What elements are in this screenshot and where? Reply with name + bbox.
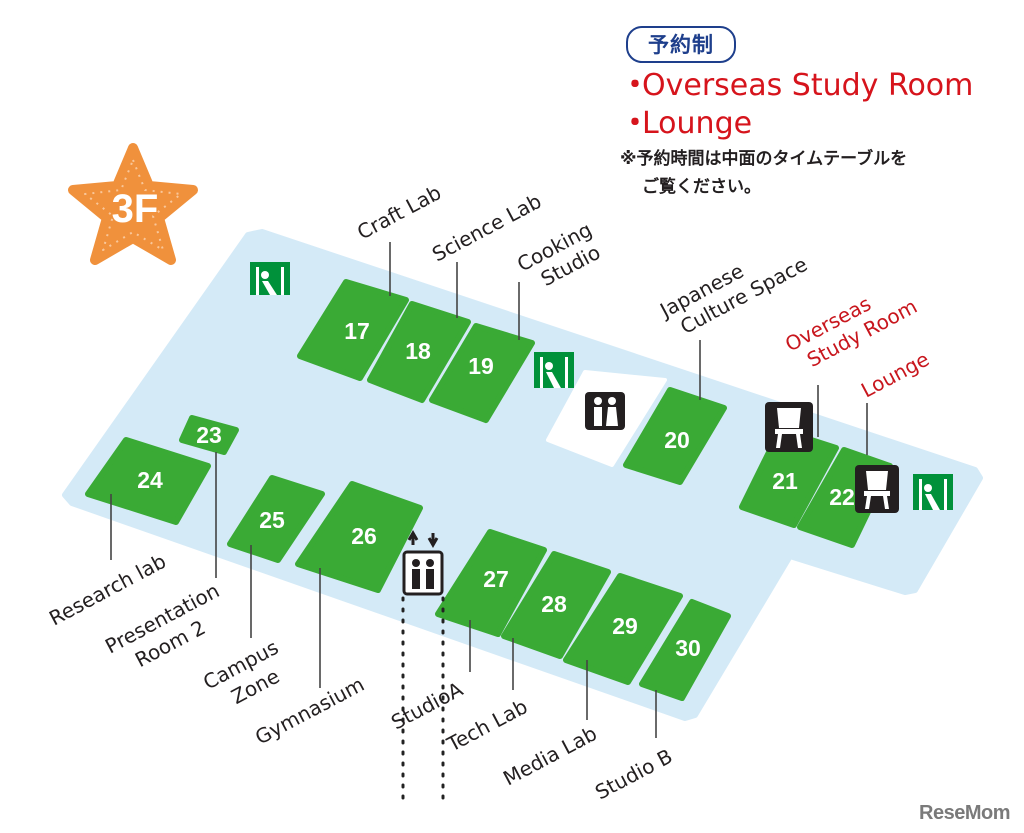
watermark-logo: ReseMom bbox=[919, 802, 1010, 824]
room-17[interactable]: 17 bbox=[297, 279, 409, 381]
svg-text:21: 21 bbox=[772, 468, 798, 494]
reservation-badge: 予約制 bbox=[626, 26, 736, 63]
svg-text:19: 19 bbox=[468, 353, 494, 379]
room-23[interactable]: 23 bbox=[179, 415, 239, 455]
svg-text:30: 30 bbox=[675, 635, 701, 661]
room-19[interactable]: 19 bbox=[429, 323, 535, 423]
room-20[interactable]: 20 bbox=[623, 387, 727, 485]
star-icon bbox=[68, 143, 198, 265]
rooms: 17 18 19 20 21 22 23 24 bbox=[85, 279, 893, 701]
room-18[interactable]: 18 bbox=[367, 301, 471, 403]
room-25[interactable]: 25 bbox=[227, 475, 325, 563]
reservation-note: ※予約時間は中面のタイムテーブルを ご覧ください。 bbox=[620, 149, 908, 197]
room-24[interactable]: 24 bbox=[85, 437, 211, 525]
legend-item-overseas-study-room: ・Overseas Study Room bbox=[620, 68, 974, 103]
emergency-exit-icon bbox=[913, 474, 953, 510]
label-craft-lab: Craft Lab bbox=[353, 180, 445, 244]
emergency-exit-icon bbox=[250, 262, 290, 295]
label-japanese-culture-space: JapaneseCulture Space bbox=[654, 231, 811, 345]
chair-icon bbox=[765, 402, 813, 452]
leader-lines bbox=[110, 242, 868, 807]
room-27[interactable]: 27 bbox=[435, 529, 547, 637]
svg-text:27: 27 bbox=[483, 566, 509, 592]
elevator-icon bbox=[402, 529, 444, 596]
svg-text:24: 24 bbox=[137, 467, 163, 493]
label-campus-zone: CampusZone bbox=[199, 635, 294, 717]
bullet: ・ bbox=[620, 106, 650, 141]
label-media-lab: Media Lab bbox=[499, 721, 601, 790]
svg-text:18: 18 bbox=[405, 338, 431, 364]
restroom-icon bbox=[585, 392, 625, 430]
chair-icon bbox=[855, 465, 899, 513]
svg-text:28: 28 bbox=[541, 591, 567, 617]
floor-label: 3F bbox=[112, 187, 159, 231]
reservation-legend: 予約制 ・Overseas Study Room ・Lounge ※予約時間は中… bbox=[620, 26, 1020, 201]
room-21[interactable]: 21 bbox=[739, 427, 839, 528]
floor-area bbox=[62, 229, 983, 721]
room-30[interactable]: 30 bbox=[639, 599, 731, 701]
emergency-exit-icon bbox=[534, 352, 574, 388]
label-cooking-studio: CookingStudio bbox=[513, 217, 607, 297]
room-26[interactable]: 26 bbox=[295, 481, 423, 593]
room-29[interactable]: 29 bbox=[563, 573, 683, 685]
floor-badge: 3F bbox=[68, 143, 198, 265]
svg-text:25: 25 bbox=[259, 507, 285, 533]
svg-text:17: 17 bbox=[344, 318, 370, 344]
svg-text:20: 20 bbox=[664, 427, 690, 453]
label-lounge: Lounge bbox=[857, 347, 933, 403]
label-studio-a: StudioA bbox=[387, 677, 467, 735]
room-28[interactable]: 28 bbox=[501, 551, 611, 659]
svg-text:29: 29 bbox=[612, 613, 638, 639]
label-studio-b: Studio B bbox=[591, 744, 676, 805]
svg-text:22: 22 bbox=[829, 484, 855, 510]
legend-item-lounge: ・Lounge bbox=[620, 106, 753, 141]
svg-text:23: 23 bbox=[196, 422, 222, 448]
bullet: ・ bbox=[620, 68, 650, 103]
svg-text:26: 26 bbox=[351, 523, 377, 549]
